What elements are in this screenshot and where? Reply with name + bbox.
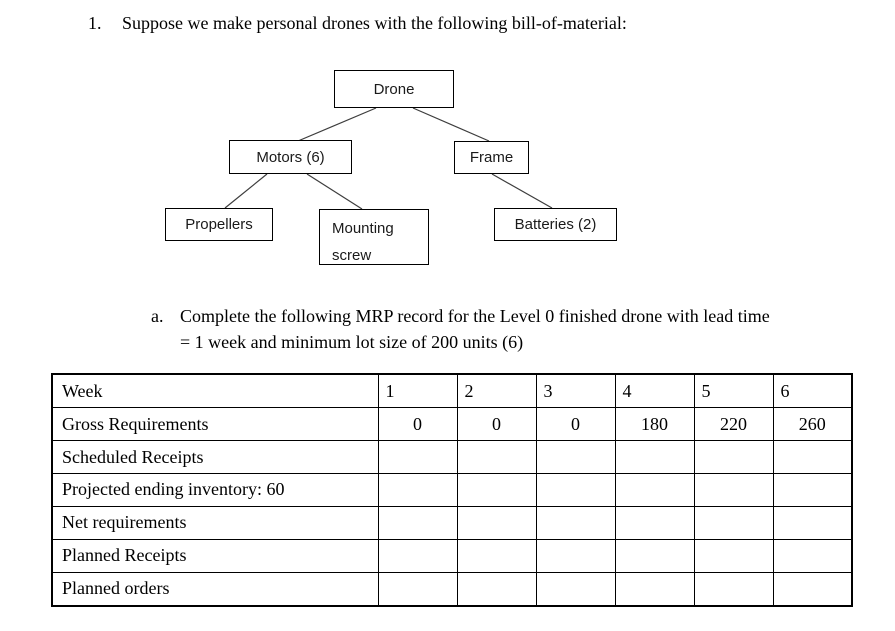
mrp-cell-planned-receipts-w4[interactable] bbox=[614, 538, 695, 573]
mrp-cell-inventory-w3[interactable] bbox=[535, 473, 616, 507]
mrp-cell-planned-orders-w2[interactable] bbox=[456, 571, 537, 607]
mrp-cell-gross-w3: 0 bbox=[535, 407, 616, 442]
mrp-row-planned-orders: Planned orders bbox=[51, 571, 853, 607]
bom-node-mounting-screw-line1: Mounting bbox=[332, 220, 394, 237]
bom-node-mounting-screw-line2: screw bbox=[332, 247, 372, 264]
mrp-cell-scheduled-w4[interactable] bbox=[614, 440, 695, 475]
mrp-week-2: 2 bbox=[456, 373, 537, 409]
mrp-cell-scheduled-w2[interactable] bbox=[456, 440, 537, 475]
bom-node-batteries: Batteries (2) bbox=[494, 208, 617, 241]
mrp-week-4: 4 bbox=[614, 373, 695, 409]
mrp-row-label-scheduled-receipts: Scheduled Receipts bbox=[51, 440, 379, 475]
mrp-cell-gross-w6: 260 bbox=[772, 407, 853, 442]
mrp-cell-planned-orders-w1[interactable] bbox=[377, 571, 458, 607]
mrp-cell-inventory-w4[interactable] bbox=[614, 473, 695, 507]
bom-node-motors: Motors (6) bbox=[229, 140, 352, 174]
mrp-cell-net-w1[interactable] bbox=[377, 505, 458, 540]
mrp-cell-net-w5[interactable] bbox=[693, 505, 774, 540]
subquestion-line1: Complete the following MRP record for th… bbox=[180, 306, 770, 326]
mrp-cell-planned-receipts-w6[interactable] bbox=[772, 538, 853, 573]
edge-drone-motors bbox=[297, 107, 377, 142]
mrp-cell-inventory-w5[interactable] bbox=[693, 473, 774, 507]
mrp-cell-inventory-w2[interactable] bbox=[456, 473, 537, 507]
mrp-row-scheduled-receipts: Scheduled Receipts bbox=[51, 440, 853, 475]
question-text: Suppose we make personal drones with the… bbox=[122, 13, 627, 33]
mrp-table: Week 1 2 3 4 5 6 Gross Requirements 0 0 … bbox=[51, 373, 853, 607]
subquestion-a: a. Complete the following MRP record for… bbox=[151, 303, 770, 355]
mrp-cell-planned-orders-w4[interactable] bbox=[614, 571, 695, 607]
edge-motors-mounting-screw bbox=[306, 173, 363, 210]
question-title: 1. Suppose we make personal drones with t… bbox=[88, 13, 627, 34]
bom-node-frame: Frame bbox=[454, 141, 529, 174]
edge-frame-batteries bbox=[491, 173, 553, 209]
bom-node-drone: Drone bbox=[334, 70, 454, 108]
mrp-cell-inventory-w6[interactable] bbox=[772, 473, 853, 507]
mrp-cell-planned-orders-w6[interactable] bbox=[772, 571, 853, 607]
subquestion-text: Complete the following MRP record for th… bbox=[180, 303, 770, 355]
mrp-cell-planned-orders-w3[interactable] bbox=[535, 571, 616, 607]
mrp-cell-gross-w5: 220 bbox=[693, 407, 774, 442]
mrp-cell-planned-receipts-w5[interactable] bbox=[693, 538, 774, 573]
mrp-row-gross-requirements: Gross Requirements 0 0 0 180 220 260 bbox=[51, 407, 853, 442]
mrp-row-label-planned-receipts: Planned Receipts bbox=[51, 538, 379, 573]
bom-node-propellers: Propellers bbox=[165, 208, 273, 241]
bom-node-mounting-screw: Mounting screw bbox=[319, 209, 429, 265]
subquestion-line2: = 1 week and minimum lot size of 200 uni… bbox=[180, 332, 524, 352]
mrp-cell-scheduled-w5[interactable] bbox=[693, 440, 774, 475]
mrp-week-1: 1 bbox=[377, 373, 458, 409]
mrp-week-6: 6 bbox=[772, 373, 853, 409]
mrp-cell-gross-w2: 0 bbox=[456, 407, 537, 442]
mrp-row-label-gross-requirements: Gross Requirements bbox=[51, 407, 379, 442]
mrp-cell-inventory-w1[interactable] bbox=[377, 473, 458, 507]
mrp-cell-net-w2[interactable] bbox=[456, 505, 537, 540]
mrp-cell-gross-w1: 0 bbox=[377, 407, 458, 442]
mrp-row-label-projected-inventory: Projected ending inventory: 60 bbox=[51, 473, 379, 507]
mrp-row-projected-inventory: Projected ending inventory: 60 bbox=[51, 473, 853, 507]
mrp-row-planned-receipts: Planned Receipts bbox=[51, 538, 853, 573]
mrp-row-label-net-requirements: Net requirements bbox=[51, 505, 379, 540]
mrp-cell-planned-orders-w5[interactable] bbox=[693, 571, 774, 607]
subquestion-letter: a. bbox=[151, 306, 164, 326]
mrp-cell-planned-receipts-w3[interactable] bbox=[535, 538, 616, 573]
mrp-cell-net-w4[interactable] bbox=[614, 505, 695, 540]
edge-drone-frame bbox=[412, 107, 490, 142]
mrp-row-label-week: Week bbox=[51, 373, 379, 409]
mrp-cell-net-w3[interactable] bbox=[535, 505, 616, 540]
mrp-cell-scheduled-w3[interactable] bbox=[535, 440, 616, 475]
mrp-cell-net-w6[interactable] bbox=[772, 505, 853, 540]
mrp-week-5: 5 bbox=[693, 373, 774, 409]
mrp-cell-gross-w4: 180 bbox=[614, 407, 695, 442]
mrp-row-label-planned-orders: Planned orders bbox=[51, 571, 379, 607]
mrp-week-3: 3 bbox=[535, 373, 616, 409]
mrp-cell-scheduled-w1[interactable] bbox=[377, 440, 458, 475]
question-number: 1. bbox=[88, 13, 102, 33]
mrp-row-net-requirements: Net requirements bbox=[51, 505, 853, 540]
mrp-cell-scheduled-w6[interactable] bbox=[772, 440, 853, 475]
mrp-cell-planned-receipts-w1[interactable] bbox=[377, 538, 458, 573]
mrp-row-week: Week 1 2 3 4 5 6 bbox=[51, 373, 853, 409]
edge-motors-propellers bbox=[224, 173, 268, 209]
mrp-cell-planned-receipts-w2[interactable] bbox=[456, 538, 537, 573]
